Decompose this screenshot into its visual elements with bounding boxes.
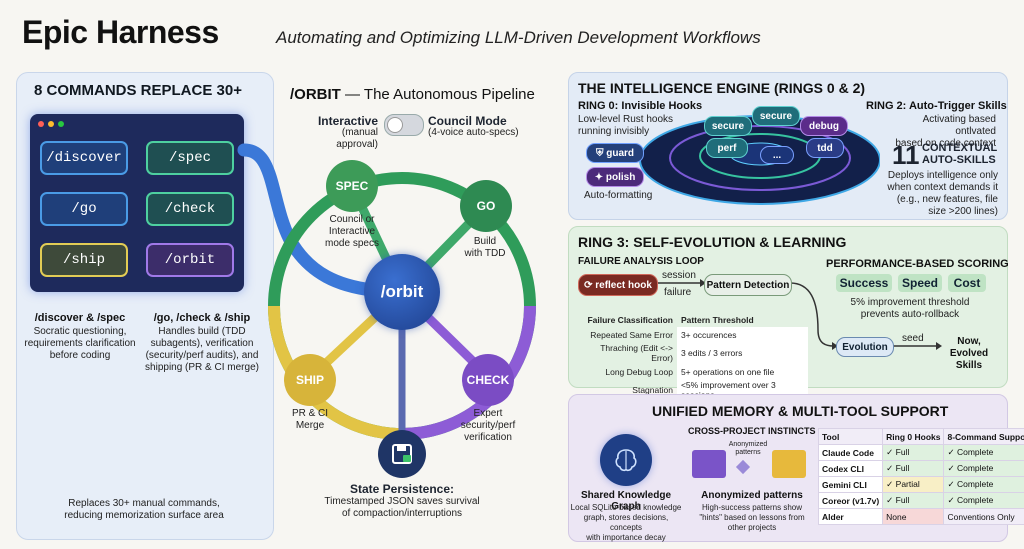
guard-hook: ⛨ guard bbox=[586, 143, 644, 163]
table-row: Gemini CLI✓ Partial✓ Complete bbox=[817, 476, 1024, 493]
autoformat-label: Auto-formatting bbox=[584, 190, 653, 201]
orbit-title: /ORBIT — The Autonomous Pipeline bbox=[290, 86, 535, 103]
session-label: session bbox=[662, 270, 696, 281]
evolution-title: RING 3: SELF-EVOLUTION & LEARNING bbox=[578, 234, 847, 250]
reload-icon: ⟳ bbox=[584, 279, 596, 291]
memory-title: UNIFIED MEMORY & MULTI-TOOL SUPPORT bbox=[652, 403, 949, 419]
window-minimize-dot bbox=[48, 121, 54, 127]
evolution-node: Evolution bbox=[836, 337, 894, 357]
failure-label: failure bbox=[664, 287, 692, 298]
table-row: Claude Code✓ Full✓ Complete bbox=[817, 444, 1024, 461]
command-ship[interactable]: /ship bbox=[40, 243, 128, 277]
seed-label: seed bbox=[902, 333, 924, 344]
commands-panel-title: 8 COMMANDS REPLACE 30+ bbox=[34, 82, 242, 99]
skill-pill-secure-1: secure bbox=[704, 116, 752, 136]
page-title: Epic Harness bbox=[22, 14, 219, 50]
command-check[interactable]: /check bbox=[146, 192, 234, 226]
commands-footer: Replaces 30+ manual commands,reducing me… bbox=[64, 498, 224, 521]
table-row: Codex CLI✓ Full✓ Complete bbox=[817, 460, 1024, 477]
persistence-title: State Persistence: bbox=[349, 482, 455, 496]
folder-icon-right bbox=[772, 450, 806, 478]
cross-project-title: CROSS-PROJECT INSTINCTS bbox=[688, 426, 816, 436]
skill-pill-tdd: tdd bbox=[806, 138, 844, 158]
orbit-center-node[interactable]: /orbit bbox=[364, 254, 440, 330]
mode-toggle[interactable] bbox=[384, 114, 424, 136]
table-row: Thraching (Edit <-> Error)3 edits / 3 er… bbox=[576, 342, 808, 364]
council-mode-sub: (4-voice auto-specs) bbox=[428, 127, 519, 138]
table-row: Coreor (v1.7v)✓ Full✓ Complete bbox=[817, 492, 1024, 509]
sparkle-icon: ✦ bbox=[594, 171, 606, 183]
save-disk-icon bbox=[378, 430, 426, 478]
score-success: Success bbox=[836, 274, 892, 292]
folder-icon-left bbox=[692, 450, 726, 478]
check-node[interactable]: CHECK bbox=[462, 354, 514, 406]
evolved-skills-label: Now,Evolved Skills bbox=[949, 336, 989, 371]
score-speed: Speed bbox=[898, 274, 942, 292]
reflect-hook: ⟳ reflect hook bbox=[578, 274, 658, 296]
page-subtitle: Automating and Optimizing LLM-Driven Dev… bbox=[276, 28, 761, 47]
mode-toggle-knob bbox=[387, 117, 403, 133]
anonymized-description: High-success patterns show"hints" based … bbox=[699, 503, 805, 532]
window-close-dot bbox=[38, 121, 44, 127]
engine-title: THE INTELLIGENCE ENGINE (RINGS 0 & 2) bbox=[578, 80, 866, 96]
score-cost: Cost bbox=[948, 274, 986, 292]
pattern-detection: Pattern Detection bbox=[704, 274, 792, 296]
ring2-title: RING 2: Auto-Trigger Skills bbox=[866, 100, 1007, 112]
shield-icon: ⛨ bbox=[595, 147, 607, 159]
ring0-title: RING 0: Invisible Hooks bbox=[578, 100, 703, 112]
command-orbit[interactable]: /orbit bbox=[146, 243, 234, 277]
window-maximize-dot bbox=[58, 121, 64, 127]
skill-pill-debug: debug bbox=[800, 116, 848, 136]
command-spec[interactable]: /spec bbox=[146, 141, 234, 175]
skill-pill-secure-2: secure bbox=[752, 106, 800, 126]
go-check-ship-heading: /go, /check & /ship bbox=[153, 312, 251, 324]
skill-pill-perf: perf bbox=[706, 138, 748, 158]
interactive-label: Interactive bbox=[317, 114, 378, 128]
polish-hook: ✦ polish bbox=[586, 167, 644, 187]
knowledge-graph-title: Shared Knowledge Graph bbox=[580, 490, 671, 512]
command-go[interactable]: /go bbox=[40, 192, 128, 226]
spec-node[interactable]: SPEC bbox=[326, 160, 378, 212]
council-mode-label: Council Mode bbox=[428, 114, 507, 128]
failure-loop-title: FAILURE ANALYSIS LOOP bbox=[578, 256, 704, 267]
skill-pill-more: ... bbox=[760, 146, 794, 164]
brain-icon bbox=[600, 434, 652, 486]
discover-spec-heading: /discover & /spec bbox=[34, 312, 126, 324]
interactive-sub: (manual approval) bbox=[336, 127, 378, 150]
anonymized-title: Anonymized patterns bbox=[701, 490, 803, 501]
ship-node[interactable]: SHIP bbox=[284, 354, 336, 406]
skills-count: 11 bbox=[892, 140, 920, 170]
discover-spec-description: Socratic questioning,requirements clarif… bbox=[24, 326, 136, 361]
go-node[interactable]: GO bbox=[460, 180, 512, 232]
scoring-title: PERFORMANCE-BASED SCORING bbox=[826, 258, 1009, 270]
command-discover[interactable]: /discover bbox=[40, 141, 128, 175]
